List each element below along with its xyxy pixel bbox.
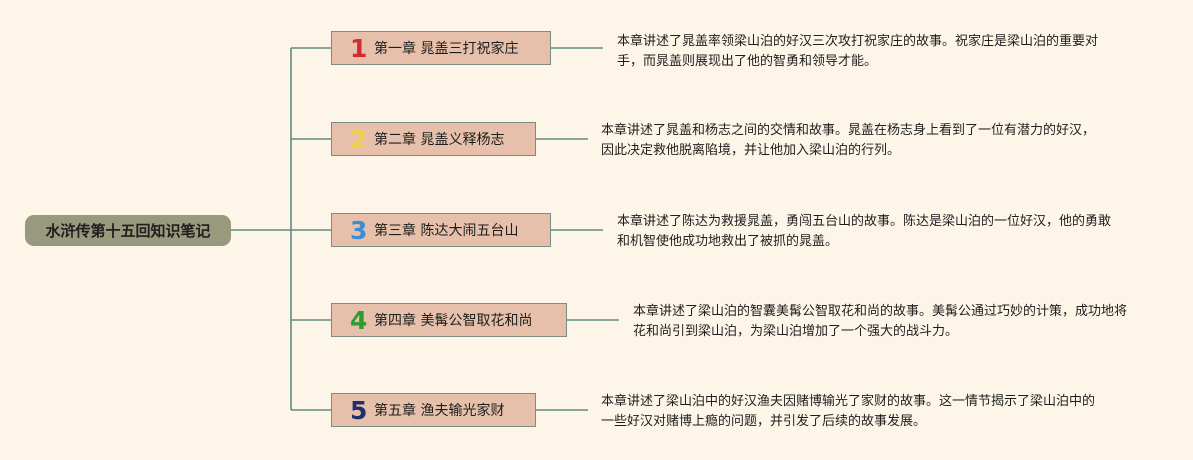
chapter-title-1: 第一章 晁盖三打祝家庄 <box>374 41 519 57</box>
chapter-title-5: 第五章 渔夫输光家财 <box>374 403 505 419</box>
chapter-summary-1: 本章讲述了晁盖率领梁山泊的好汉三次攻打祝家庄的故事。祝家庄是梁山泊的重要对手，而… <box>617 34 1099 69</box>
chapter-node-3[interactable]: 3 第三章 陈达大闹五台山 <box>331 213 551 247</box>
chapter-node-2[interactable]: 2 第二章 晁盖义释杨志 <box>331 122 536 156</box>
chapter-summary-5: 本章讲述了梁山泊中的好汉渔夫因赌博输光了家财的故事。这一情节揭示了梁山泊中的一些… <box>601 394 1096 429</box>
chapter-summary-2: 本章讲述了晁盖和杨志之间的交情和故事。晁盖在杨志身上看到了一位有潜力的好汉，因此… <box>601 123 1096 158</box>
chapter-number-3: 3 <box>350 215 368 245</box>
chapter-number-1: 1 <box>350 33 368 63</box>
root-topic[interactable]: 水浒传第十五回知识笔记 <box>25 215 231 246</box>
chapter-number-2: 2 <box>350 124 368 154</box>
chapter-number-4: 4 <box>350 305 368 335</box>
chapter-title-2: 第二章 晁盖义释杨志 <box>374 132 505 148</box>
chapter-summary-4: 本章讲述了梁山泊的智囊美髯公智取花和尚的故事。美髯公通过巧妙的计策，成功地将花和… <box>633 304 1128 339</box>
chapter-summary-3: 本章讲述了陈达为救援晁盖，勇闯五台山的故事。陈达是梁山泊的一位好汉，他的勇敢和机… <box>617 214 1112 249</box>
chapter-title-3: 第三章 陈达大闹五台山 <box>374 223 519 239</box>
chapter-node-5[interactable]: 5 第五章 渔夫输光家财 <box>331 393 536 427</box>
chapter-title-4: 第四章 美髯公智取花和尚 <box>374 313 533 329</box>
chapter-node-4[interactable]: 4 第四章 美髯公智取花和尚 <box>331 303 567 337</box>
chapter-node-1[interactable]: 1 第一章 晁盖三打祝家庄 <box>331 31 551 65</box>
root-title: 水浒传第十五回知识笔记 <box>45 222 211 240</box>
chapter-number-5: 5 <box>350 395 368 425</box>
